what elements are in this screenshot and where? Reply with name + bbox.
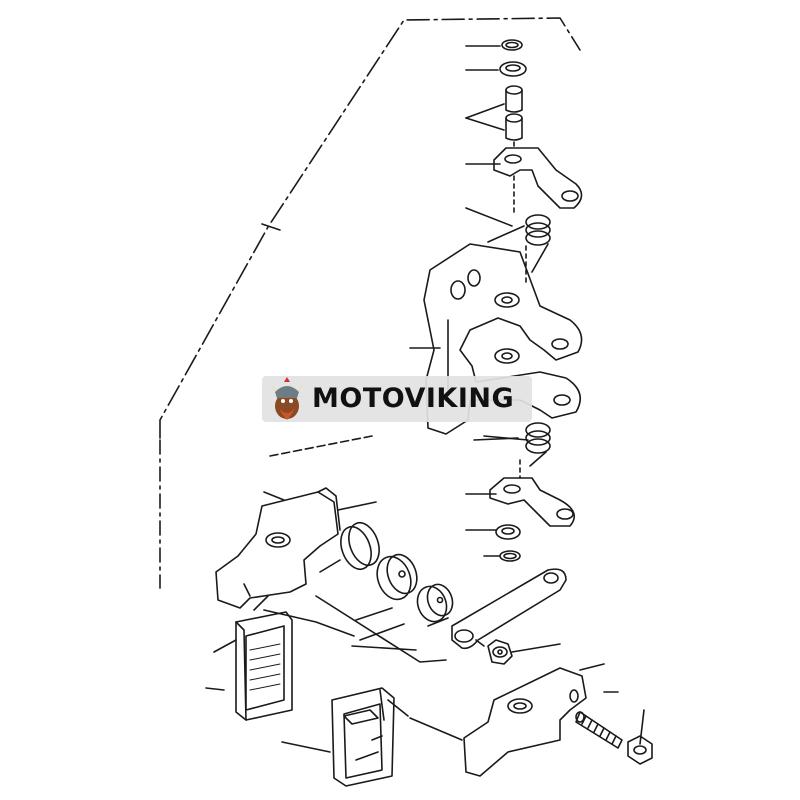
leader-lines-center bbox=[315, 559, 447, 663]
circlip-top bbox=[465, 39, 523, 51]
lock-nut bbox=[627, 709, 653, 765]
left-lever-arm bbox=[215, 435, 373, 611]
torsion-spring-top bbox=[465, 207, 551, 286]
ring-collar bbox=[337, 501, 380, 571]
brake-pad-left bbox=[205, 611, 293, 721]
watermark-banner: MOTOVIKING bbox=[262, 376, 532, 422]
nut-and-bushing bbox=[475, 639, 561, 665]
roller-disc-small bbox=[416, 583, 454, 627]
adjusting-bolt bbox=[575, 691, 623, 749]
bushing-pair bbox=[465, 85, 523, 151]
washer-top bbox=[465, 61, 527, 77]
brand-name: MOTOVIKING bbox=[312, 383, 515, 414]
torsion-spring-lower bbox=[473, 422, 551, 479]
leader-lines-lower bbox=[263, 609, 409, 717]
brake-pad-right bbox=[281, 687, 395, 787]
operating-lever bbox=[451, 568, 567, 650]
assembly-boundary-lines bbox=[159, 17, 581, 589]
roller-disc-large bbox=[376, 553, 418, 601]
stop-plate-lower bbox=[465, 477, 576, 527]
viking-mascot-icon bbox=[268, 377, 306, 420]
right-lower-lever bbox=[409, 663, 605, 777]
stop-plate-top bbox=[465, 147, 583, 213]
washer-lower bbox=[465, 524, 521, 540]
circlip-lower bbox=[483, 550, 521, 562]
